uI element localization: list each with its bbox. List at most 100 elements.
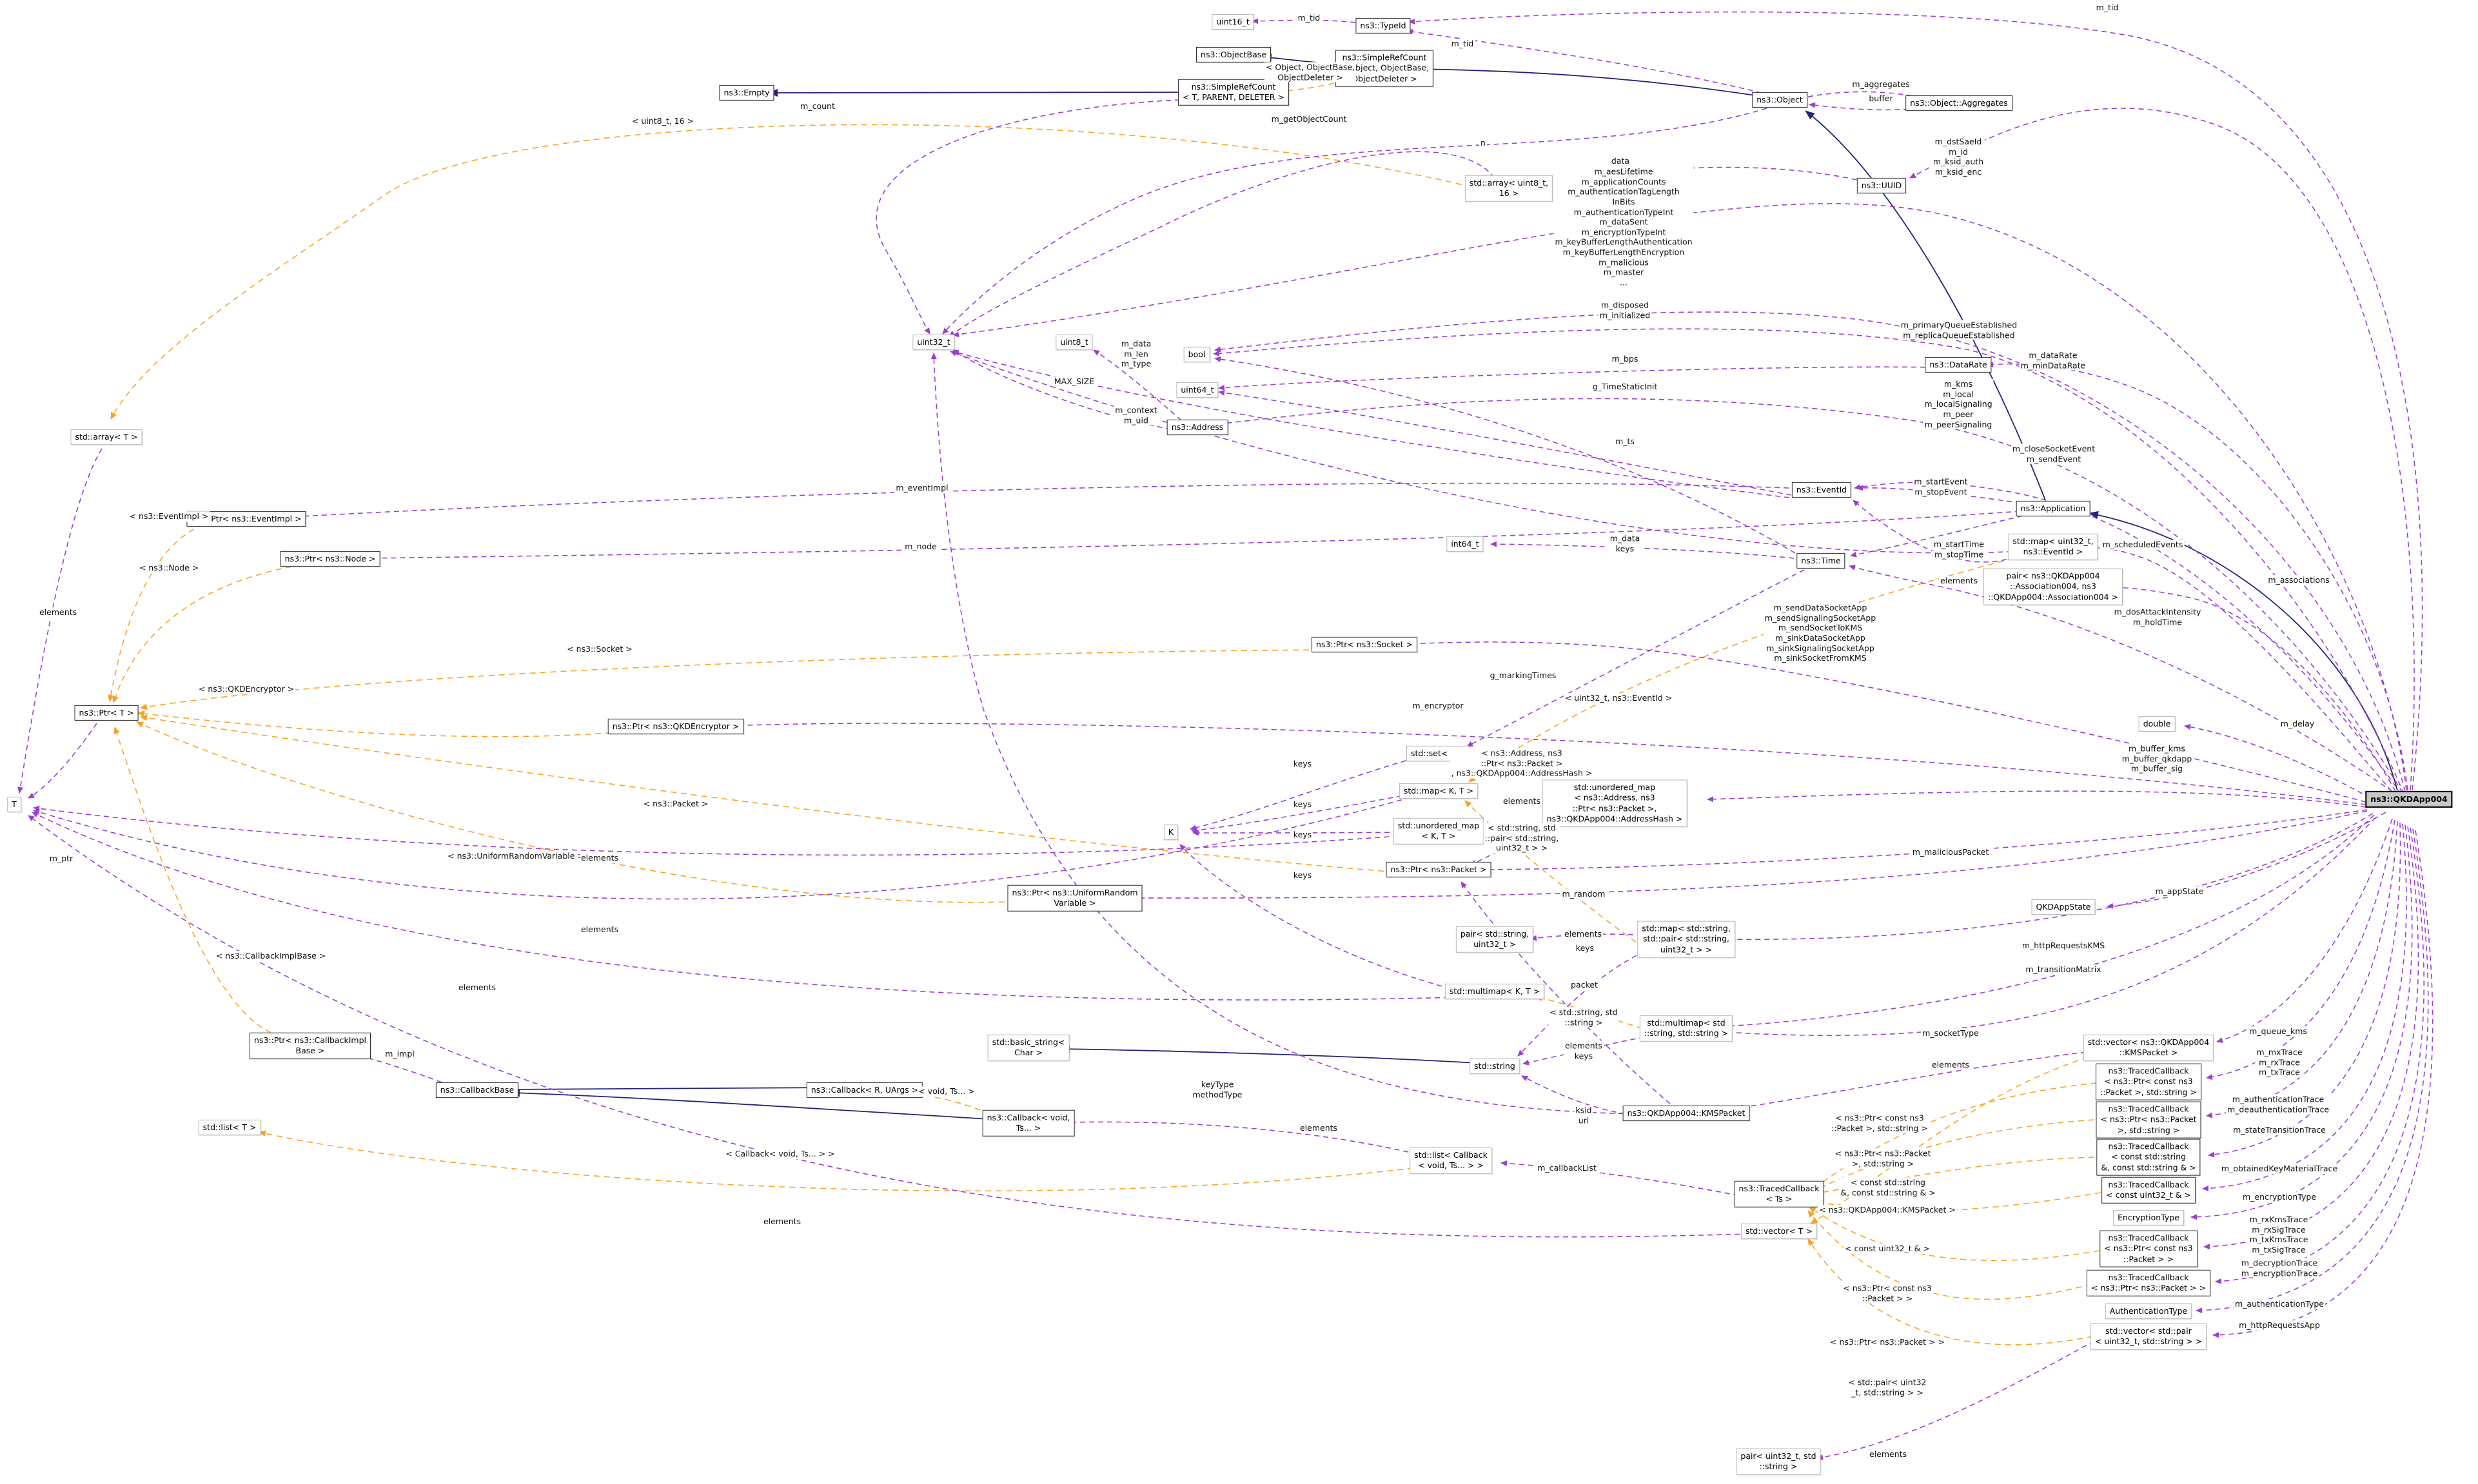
class-node-umap-address[interactable]: std::unordered_map < ns3::Address, ns3 :… — [1542, 779, 1687, 827]
class-node-string[interactable]: std::string — [1470, 1058, 1520, 1075]
class-node-ptr-callbackimpl[interactable]: ns3::Ptr< ns3::CallbackImpl Base > — [250, 1032, 371, 1059]
class-node-umap-k-t[interactable]: std::unordered_map < K, T > — [1393, 817, 1484, 845]
class-node-bool[interactable]: bool — [1183, 346, 1210, 363]
edge-label-76: m_httpRequestsApp — [2237, 1320, 2321, 1331]
edge-label-74: m_decryptionTrace m_encryptionTrace — [2239, 1258, 2319, 1278]
edge-label-11: m_dstSaeId m_id m_ksid_auth m_ksid_enc — [1931, 136, 1985, 177]
class-node-double[interactable]: double — [2138, 716, 2176, 732]
edge-label-57: ksid uri — [1574, 1105, 1593, 1126]
edge-label-44: keys — [1292, 759, 1313, 769]
edge-label-49: elements — [1501, 796, 1542, 806]
edge-label-85: < std::pair< uint32 _t, std::string > > — [1847, 1377, 1928, 1398]
edge-label-51: m_random — [1560, 889, 1607, 899]
class-node-ptr-urv[interactable]: ns3::Ptr< ns3::UniformRandom Variable > — [1007, 884, 1143, 912]
edge-label-37: < ns3::Node > — [137, 563, 201, 573]
edge-label-31: m_sendDataSocketApp m_sendSignalingSocke… — [1763, 603, 1878, 663]
class-node-multimap-string[interactable]: std::multimap< std ::string, std::string… — [1639, 1015, 1733, 1042]
edge-label-32: g_markingTimes — [1488, 670, 1558, 681]
class-node-object[interactable]: ns3::Object — [1752, 92, 1807, 108]
class-node-objectbase[interactable]: ns3::ObjectBase — [1196, 46, 1271, 63]
edge-label-40: < ns3::Packet > — [642, 799, 710, 809]
class-node-qkdapp004[interactable]: ns3::QKDApp004 — [2365, 790, 2453, 808]
class-node-map-k-t[interactable]: std::map< K, T > — [1399, 783, 1479, 799]
class-node-vector-pair[interactable]: std::vector< std::pair < uint32_t, std::… — [2090, 1323, 2207, 1350]
class-node-ptr-node[interactable]: ns3::Ptr< ns3::Node > — [280, 551, 380, 567]
edge-label-24: m_startEvent m_stopEvent — [1913, 476, 1969, 497]
class-node-qkdappstate[interactable]: QKDAppState — [2031, 899, 2096, 915]
edge-label-55: < std::string, std ::string > — [1548, 1007, 1619, 1028]
edge-label-93: elements — [579, 853, 620, 863]
class-node-authenticationtype[interactable]: AuthenticationType — [2105, 1303, 2192, 1320]
class-node-t[interactable]: T — [7, 796, 21, 813]
class-node-ptr-t[interactable]: ns3::Ptr< T > — [74, 705, 139, 721]
class-node-encryptiontype[interactable]: EncryptionType — [2113, 1209, 2184, 1226]
class-node-application[interactable]: ns3::Application — [2016, 500, 2090, 517]
class-node-ptr-qkdencryptor[interactable]: ns3::Ptr< ns3::QKDEncryptor > — [607, 718, 744, 735]
edge-label-26: elements — [1938, 576, 1980, 586]
class-node-ptr-socket[interactable]: ns3::Ptr< ns3::Socket > — [1312, 636, 1417, 653]
edge-label-72: m_encryptionType — [2241, 1192, 2318, 1202]
edge-label-79: < ns3::Ptr< ns3::Packet >, std::string > — [1833, 1148, 1932, 1169]
class-node-vector-t[interactable]: std::vector< T > — [1741, 1223, 1817, 1240]
class-node-address[interactable]: ns3::Address — [1166, 419, 1228, 436]
edge-label-46: keys — [1292, 830, 1313, 840]
class-node-list-callback[interactable]: std::list< Callback < void, Ts... > > — [1410, 1147, 1492, 1174]
class-node-tc-packet-string[interactable]: ns3::TracedCallback < ns3::Ptr< ns3::Pac… — [2096, 1101, 2201, 1138]
edge-label-69: m_authenticationTrace m_deauthentication… — [2225, 1094, 2331, 1115]
class-node-src-tpd[interactable]: ns3::SimpleRefCount < T, PARENT, DELETER… — [1178, 79, 1289, 106]
class-node-array-uint8-16[interactable]: std::array< uint8_t, 16 > — [1464, 175, 1553, 202]
class-node-list-t[interactable]: std::list< T > — [198, 1119, 261, 1136]
class-node-callback-void-ts[interactable]: ns3::Callback< void, Ts... > — [982, 1109, 1075, 1137]
class-node-callbackbase[interactable]: ns3::CallbackBase — [435, 1082, 519, 1098]
class-node-aggregates[interactable]: ns3::Object::Aggregates — [1905, 95, 2012, 112]
class-node-pair-string-uint32[interactable]: pair< std::string, uint32_t > — [1455, 926, 1534, 953]
class-node-ptr-packet[interactable]: ns3::Ptr< ns3::Packet > — [1386, 861, 1491, 878]
class-node-multimap-k-t[interactable]: std::multimap< K, T > — [1444, 983, 1545, 1000]
class-node-tc-uint32[interactable]: ns3::TracedCallback < const uint32_t & > — [2101, 1176, 2196, 1204]
class-node-array-t[interactable]: std::array< T > — [70, 429, 143, 445]
class-node-int64_t[interactable]: int64_t — [1446, 536, 1484, 552]
class-node-callback-r-uargs[interactable]: ns3::Callback< R, UArgs > — [806, 1082, 923, 1098]
edge-label-83: < ns3::Ptr< const ns3 ::Packet > > — [1842, 1283, 1933, 1303]
edge-label-56: elements keys — [1563, 1040, 1604, 1061]
edge-label-64: elements — [1930, 1060, 1971, 1070]
class-node-vector-kmspacket[interactable]: std::vector< ns3::QKDApp004 ::KMSPacket … — [2083, 1034, 2214, 1061]
edge-label-60: m_appState — [2154, 886, 2205, 897]
class-node-uint32_t[interactable]: uint32_t — [912, 334, 955, 351]
edge-label-82: < const uint32_t & > — [1844, 1244, 1931, 1254]
class-node-map-string-pair[interactable]: std::map< std::string, std::pair< std::s… — [1637, 921, 1735, 958]
edge-label-39: < ns3::QKDEncryptor > — [197, 684, 296, 694]
edge-label-77: elements — [1867, 1449, 1909, 1460]
class-node-uint16_t[interactable]: uint16_t — [1212, 14, 1254, 30]
class-node-k[interactable]: K — [1163, 824, 1179, 841]
edge-label-84: < ns3::Ptr< ns3::Packet > > — [1829, 1337, 1946, 1347]
edge-label-16: m_context m_uid — [1114, 405, 1159, 425]
edge-label-18: g_TimeStaticInit — [1591, 382, 1659, 392]
class-node-typeid[interactable]: ns3::TypeId — [1355, 17, 1411, 34]
class-node-uint64_t[interactable]: uint64_t — [1176, 382, 1219, 398]
edge-label-22: m_kms m_local m_localSignaling m_peer m_… — [1923, 378, 1994, 430]
class-node-empty[interactable]: ns3::Empty — [719, 84, 774, 101]
edge-label-12: m_aesLifetime m_applicationCounts m_auth… — [1553, 166, 1694, 288]
edge-label-92: elements — [37, 607, 79, 618]
class-node-kmspacket[interactable]: ns3::QKDApp004::KMSPacket — [1622, 1105, 1750, 1122]
class-node-map-uint32-eventid[interactable]: std::map< uint32_t, ns3::EventId > — [2008, 533, 2098, 560]
edge-label-5: m_getObjectCount — [1270, 114, 1348, 124]
class-node-tracedcallback-ts[interactable]: ns3::TracedCallback < Ts > — [1734, 1180, 1824, 1207]
class-node-tc-constpacket[interactable]: ns3::TracedCallback < ns3::Ptr< const ns… — [2099, 1230, 2198, 1267]
class-node-pair-uint32-string[interactable]: pair< uint32_t, std ::string > — [1736, 1448, 1821, 1475]
edge-label-33: < uint32_t, ns3::EventId > — [1563, 693, 1674, 703]
class-node-eventid[interactable]: ns3::EventId — [1791, 482, 1852, 498]
class-node-pair-assoc[interactable]: pair< ns3::QKDApp004 ::Association004, n… — [1983, 568, 2123, 605]
class-node-basic-string[interactable]: std::basic_string< Char > — [987, 1034, 1070, 1061]
edge-label-28: m_scheduledEvents — [2101, 540, 2185, 550]
class-node-datarate[interactable]: ns3::DataRate — [1925, 356, 1992, 373]
class-node-tc-string-string[interactable]: ns3::TracedCallback < const std::string … — [2096, 1138, 2201, 1176]
edge-label-42: < ns3::CallbackImplBase > — [214, 951, 328, 961]
class-node-uint8_t[interactable]: uint8_t — [1056, 334, 1093, 351]
class-node-time[interactable]: ns3::Time — [1796, 552, 1845, 569]
class-node-tc-packet[interactable]: ns3::TracedCallback < ns3::Ptr< ns3::Pac… — [2087, 1269, 2210, 1296]
class-node-uuid[interactable]: ns3::UUID — [1856, 177, 1907, 194]
class-node-tc-constpacket-string[interactable]: ns3::TracedCallback < ns3::Ptr< const ns… — [2096, 1063, 2201, 1100]
edge-label-50: < std::string, std ::pair< std::string, … — [1483, 823, 1560, 854]
